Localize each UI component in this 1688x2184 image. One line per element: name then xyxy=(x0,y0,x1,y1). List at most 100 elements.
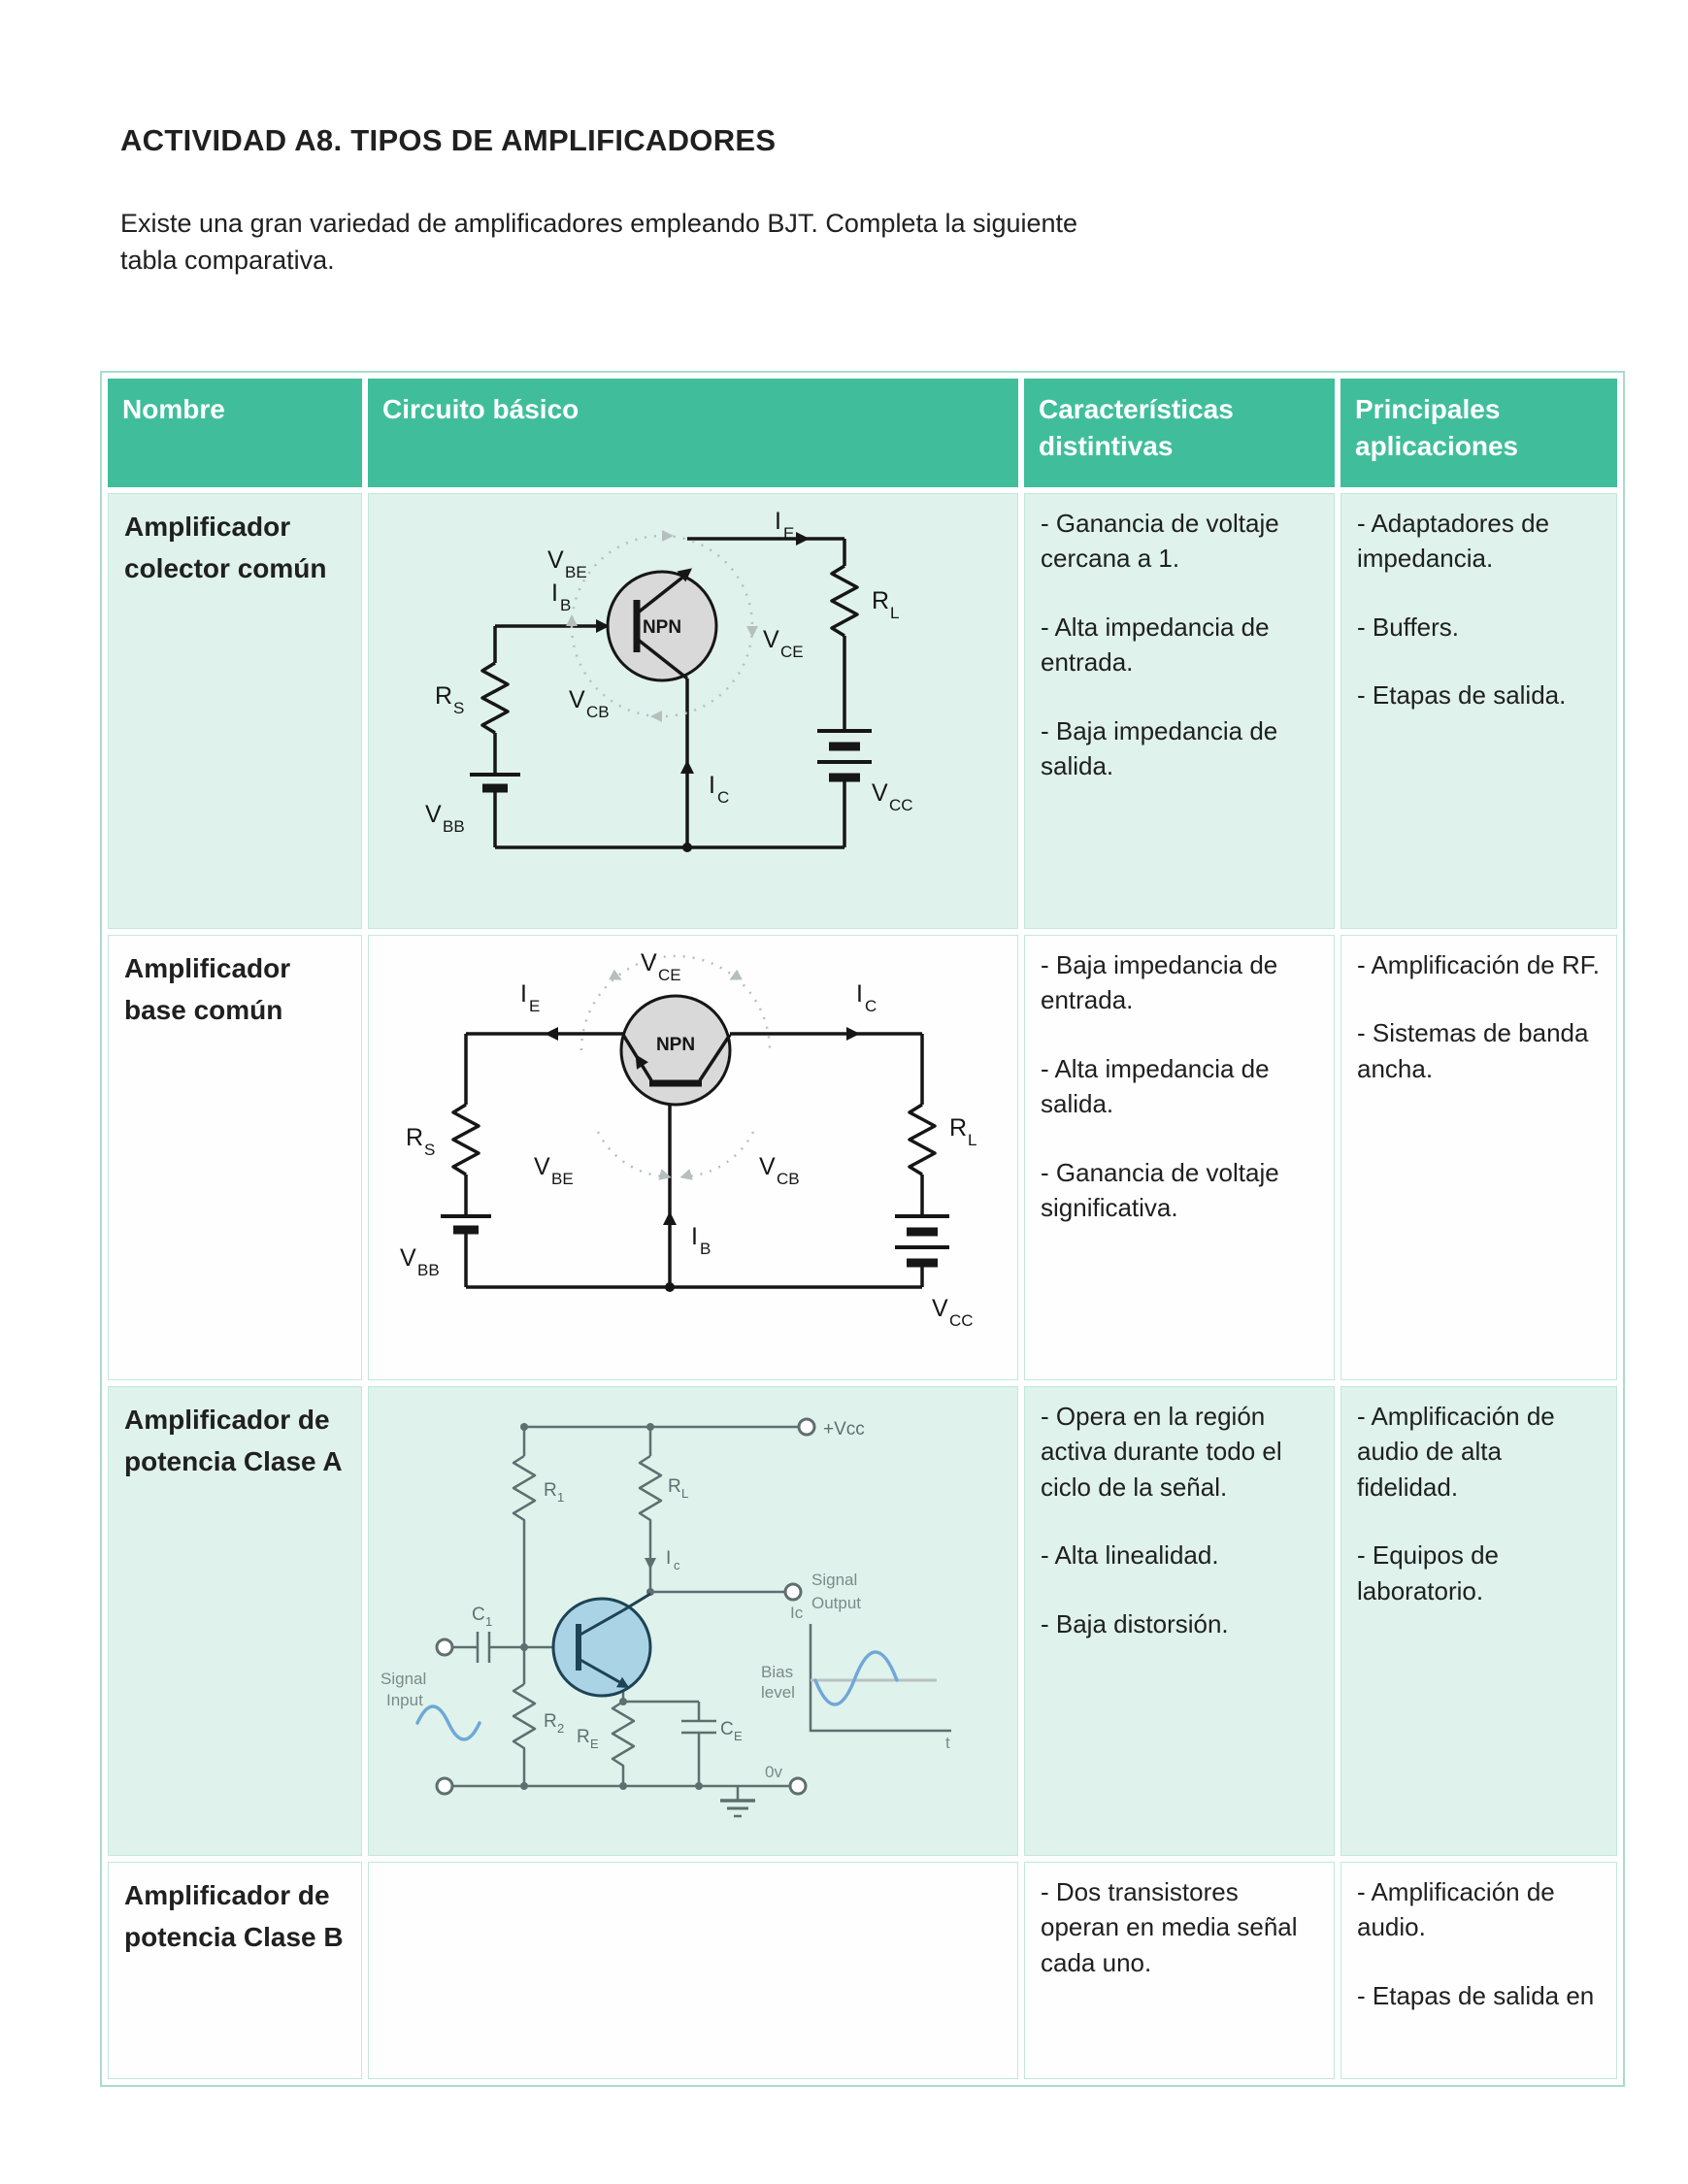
circuit-common-collector-diagram: NPN VBE IB IE RL VCE RS VCB xyxy=(425,508,913,852)
ib-label: I xyxy=(551,579,558,607)
vcc-terminal xyxy=(797,1417,816,1437)
c1-label: C xyxy=(472,1605,485,1625)
svg-text:Output: Output xyxy=(811,1594,861,1612)
characteristics-cell: - Opera en la región activa durante todo… xyxy=(1024,1386,1335,1856)
ie-arrow xyxy=(545,1027,558,1041)
ib-arrow xyxy=(596,619,610,633)
svg-text:1: 1 xyxy=(485,1614,492,1629)
resistor-rl xyxy=(638,1454,663,1526)
ie-label: I xyxy=(775,508,781,535)
circuit-class-a-diagram: +Vcc R1 RL Ic C1 Signal Input Signal Out… xyxy=(381,1417,951,1818)
characteristics-cell: - Baja impedancia de entrada. - Alta imp… xyxy=(1024,935,1335,1380)
svg-text:B: B xyxy=(560,596,571,614)
vbe-label: V xyxy=(547,546,564,574)
table-row-clase-b: Amplificador de potencia Clase B - Dos t… xyxy=(108,1862,1617,2079)
svg-text:CC: CC xyxy=(949,1311,974,1330)
battery-vbb xyxy=(470,773,520,793)
characteristic-item: - Ganancia de voltaje significativa. xyxy=(1041,1157,1279,1222)
characteristic-item: - Alta impedancia de salida. xyxy=(1041,1053,1270,1119)
vcb-label: V xyxy=(759,1153,776,1180)
vcc-label: V xyxy=(872,779,888,807)
current-loop-dashed-arc xyxy=(566,530,758,722)
svg-text:B: B xyxy=(700,1240,711,1258)
npn-transistor-symbol: NPN xyxy=(619,994,732,1107)
re-label: R xyxy=(577,1727,590,1747)
application-item: - Sistemas de banda ancha. xyxy=(1357,1018,1589,1083)
row-name: Amplificador base común xyxy=(108,935,362,1380)
column-header-circuito: Circuito básico xyxy=(368,379,1018,487)
npn-transistor-symbol xyxy=(551,1592,652,1698)
ic-arrow xyxy=(680,760,694,774)
column-header-nombre: Nombre xyxy=(108,379,362,487)
svg-text:C: C xyxy=(865,997,877,1015)
circuit-class-b-cell-empty xyxy=(368,1862,1018,2079)
characteristic-item: - Opera en la región activa durante todo… xyxy=(1041,1402,1282,1502)
signal-input-terminal-top xyxy=(435,1638,454,1657)
svg-text:L: L xyxy=(890,604,899,622)
npn-label: NPN xyxy=(643,617,681,638)
vbe-label: V xyxy=(534,1153,550,1180)
vcc-terminal-label: +Vcc xyxy=(823,1419,865,1439)
ce-label: C xyxy=(720,1719,734,1739)
svg-text:1: 1 xyxy=(557,1490,564,1505)
characteristic-item: - Baja impedancia de salida. xyxy=(1041,715,1278,780)
application-item: - Etapas de salida en xyxy=(1357,1980,1595,2010)
svg-text:C: C xyxy=(717,788,729,807)
npn-transistor-symbol: NPN xyxy=(606,568,718,682)
svg-text:c: c xyxy=(674,1558,680,1572)
ib-label: I xyxy=(691,1223,698,1250)
signal-input-terminal-bottom xyxy=(435,1776,454,1796)
signal-input-label: Signal xyxy=(381,1670,426,1688)
circuit-common-base-diagram: NPN VCE IE IC RS VBE VCB RL xyxy=(400,949,976,1330)
characteristic-item: - Alta linealidad. xyxy=(1041,1540,1219,1571)
svg-text:E: E xyxy=(734,1729,743,1743)
output-sine-wave xyxy=(813,1650,899,1706)
ib-arrow xyxy=(663,1211,677,1225)
capacitor-ce xyxy=(681,1719,716,1735)
characteristic-item: - Alta impedancia de entrada. xyxy=(1041,612,1270,678)
characteristics-cell: - Dos transistores operan en media señal… xyxy=(1024,1862,1335,2079)
vcc-label: V xyxy=(932,1295,948,1322)
column-header-caracteristicas: Características distintivas xyxy=(1024,379,1335,487)
signal-output-label: Signal xyxy=(811,1571,857,1589)
svg-text:level: level xyxy=(761,1683,795,1702)
svg-text:L: L xyxy=(968,1131,976,1149)
ie-arrow xyxy=(796,532,810,546)
application-item: - Adaptadores de impedancia. xyxy=(1357,509,1550,574)
ic-label: I xyxy=(856,980,863,1008)
svg-text:CC: CC xyxy=(889,796,913,814)
ic-arrow xyxy=(846,1027,860,1041)
graph-y-axis-label: Ic xyxy=(790,1604,804,1622)
svg-text:BB: BB xyxy=(443,817,465,836)
resistor-rs xyxy=(451,1103,480,1176)
rs-label: R xyxy=(406,1124,423,1151)
application-item: - Equipos de laboratorio. xyxy=(1357,1540,1499,1605)
svg-text:BB: BB xyxy=(417,1261,440,1279)
battery-vcc xyxy=(895,1214,949,1268)
resistor-rl xyxy=(830,564,859,638)
rs-label: R xyxy=(435,682,452,710)
vce-label: V xyxy=(641,949,657,976)
zero-volt-terminal xyxy=(788,1776,808,1796)
resistor-rl xyxy=(908,1103,937,1176)
signal-output-terminal xyxy=(783,1582,803,1602)
vbb-label: V xyxy=(425,801,442,828)
r1-label: R xyxy=(544,1480,557,1501)
bias-level-label: Bias xyxy=(761,1663,793,1681)
characteristic-item: - Baja distorsión. xyxy=(1041,1608,1229,1638)
applications-cell: - Amplificación de RF. - Sistemas de ban… xyxy=(1340,935,1617,1380)
npn-label: NPN xyxy=(656,1035,695,1055)
battery-vbb xyxy=(441,1214,491,1235)
svg-text:S: S xyxy=(453,699,464,717)
r2-label: R xyxy=(544,1711,557,1732)
capacitor-c1 xyxy=(476,1632,491,1663)
resistor-r1 xyxy=(512,1454,537,1526)
application-item: - Amplificación de audio de alta fidelid… xyxy=(1357,1402,1555,1502)
resistor-r2 xyxy=(512,1682,537,1754)
row-name: Amplificador de potencia Clase B xyxy=(108,1862,362,2079)
application-item: - Amplificación de RF. xyxy=(1357,950,1600,979)
page-title: ACTIVIDAD A8. TIPOS DE AMPLIFICADORES xyxy=(120,122,777,157)
